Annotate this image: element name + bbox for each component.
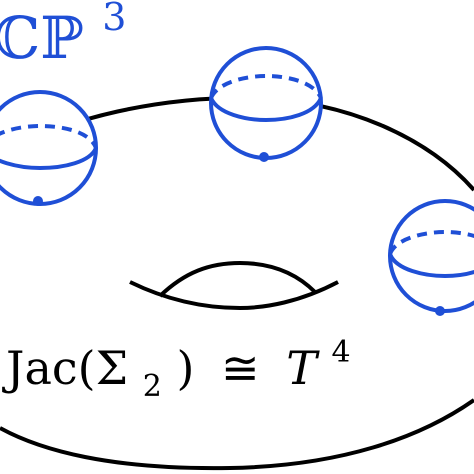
sphere-left [0, 90, 98, 206]
torus-hole-upper [158, 260, 317, 298]
sphere-left-outline [0, 90, 98, 206]
jac-label: Jac(Σ [2, 341, 128, 395]
sphere-left-equator-front [0, 146, 98, 171]
torus-exponent: 4 [332, 335, 351, 370]
base-space-label: Jac(Σ 2 ) ≅ T 4 [2, 335, 351, 407]
torus-hole-lower [129, 280, 339, 311]
sphere-right-outline [388, 199, 474, 313]
sphere-middle [209, 46, 323, 162]
jac-close: ) [176, 341, 194, 395]
sphere-left-point [33, 196, 43, 206]
sphere-right-equator-front [388, 253, 474, 279]
fiber-label-base: ℂℙ [0, 4, 84, 72]
sphere-middle-outline [209, 46, 323, 160]
sphere-right [388, 199, 474, 316]
sphere-left-equator-back [0, 123, 98, 149]
jac-subscript: 2 [143, 369, 162, 404]
sphere-right-point [435, 306, 445, 316]
fiber-label-exponent: 3 [102, 0, 126, 39]
torus-symbol: T [286, 341, 320, 395]
sphere-middle-point [259, 152, 269, 162]
isomorphism-symbol: ≅ [221, 341, 260, 395]
fiber-label: ℂℙ 3 [0, 0, 126, 72]
sphere-middle-equator-back [209, 73, 323, 100]
sphere-middle-equator-front [209, 96, 323, 123]
